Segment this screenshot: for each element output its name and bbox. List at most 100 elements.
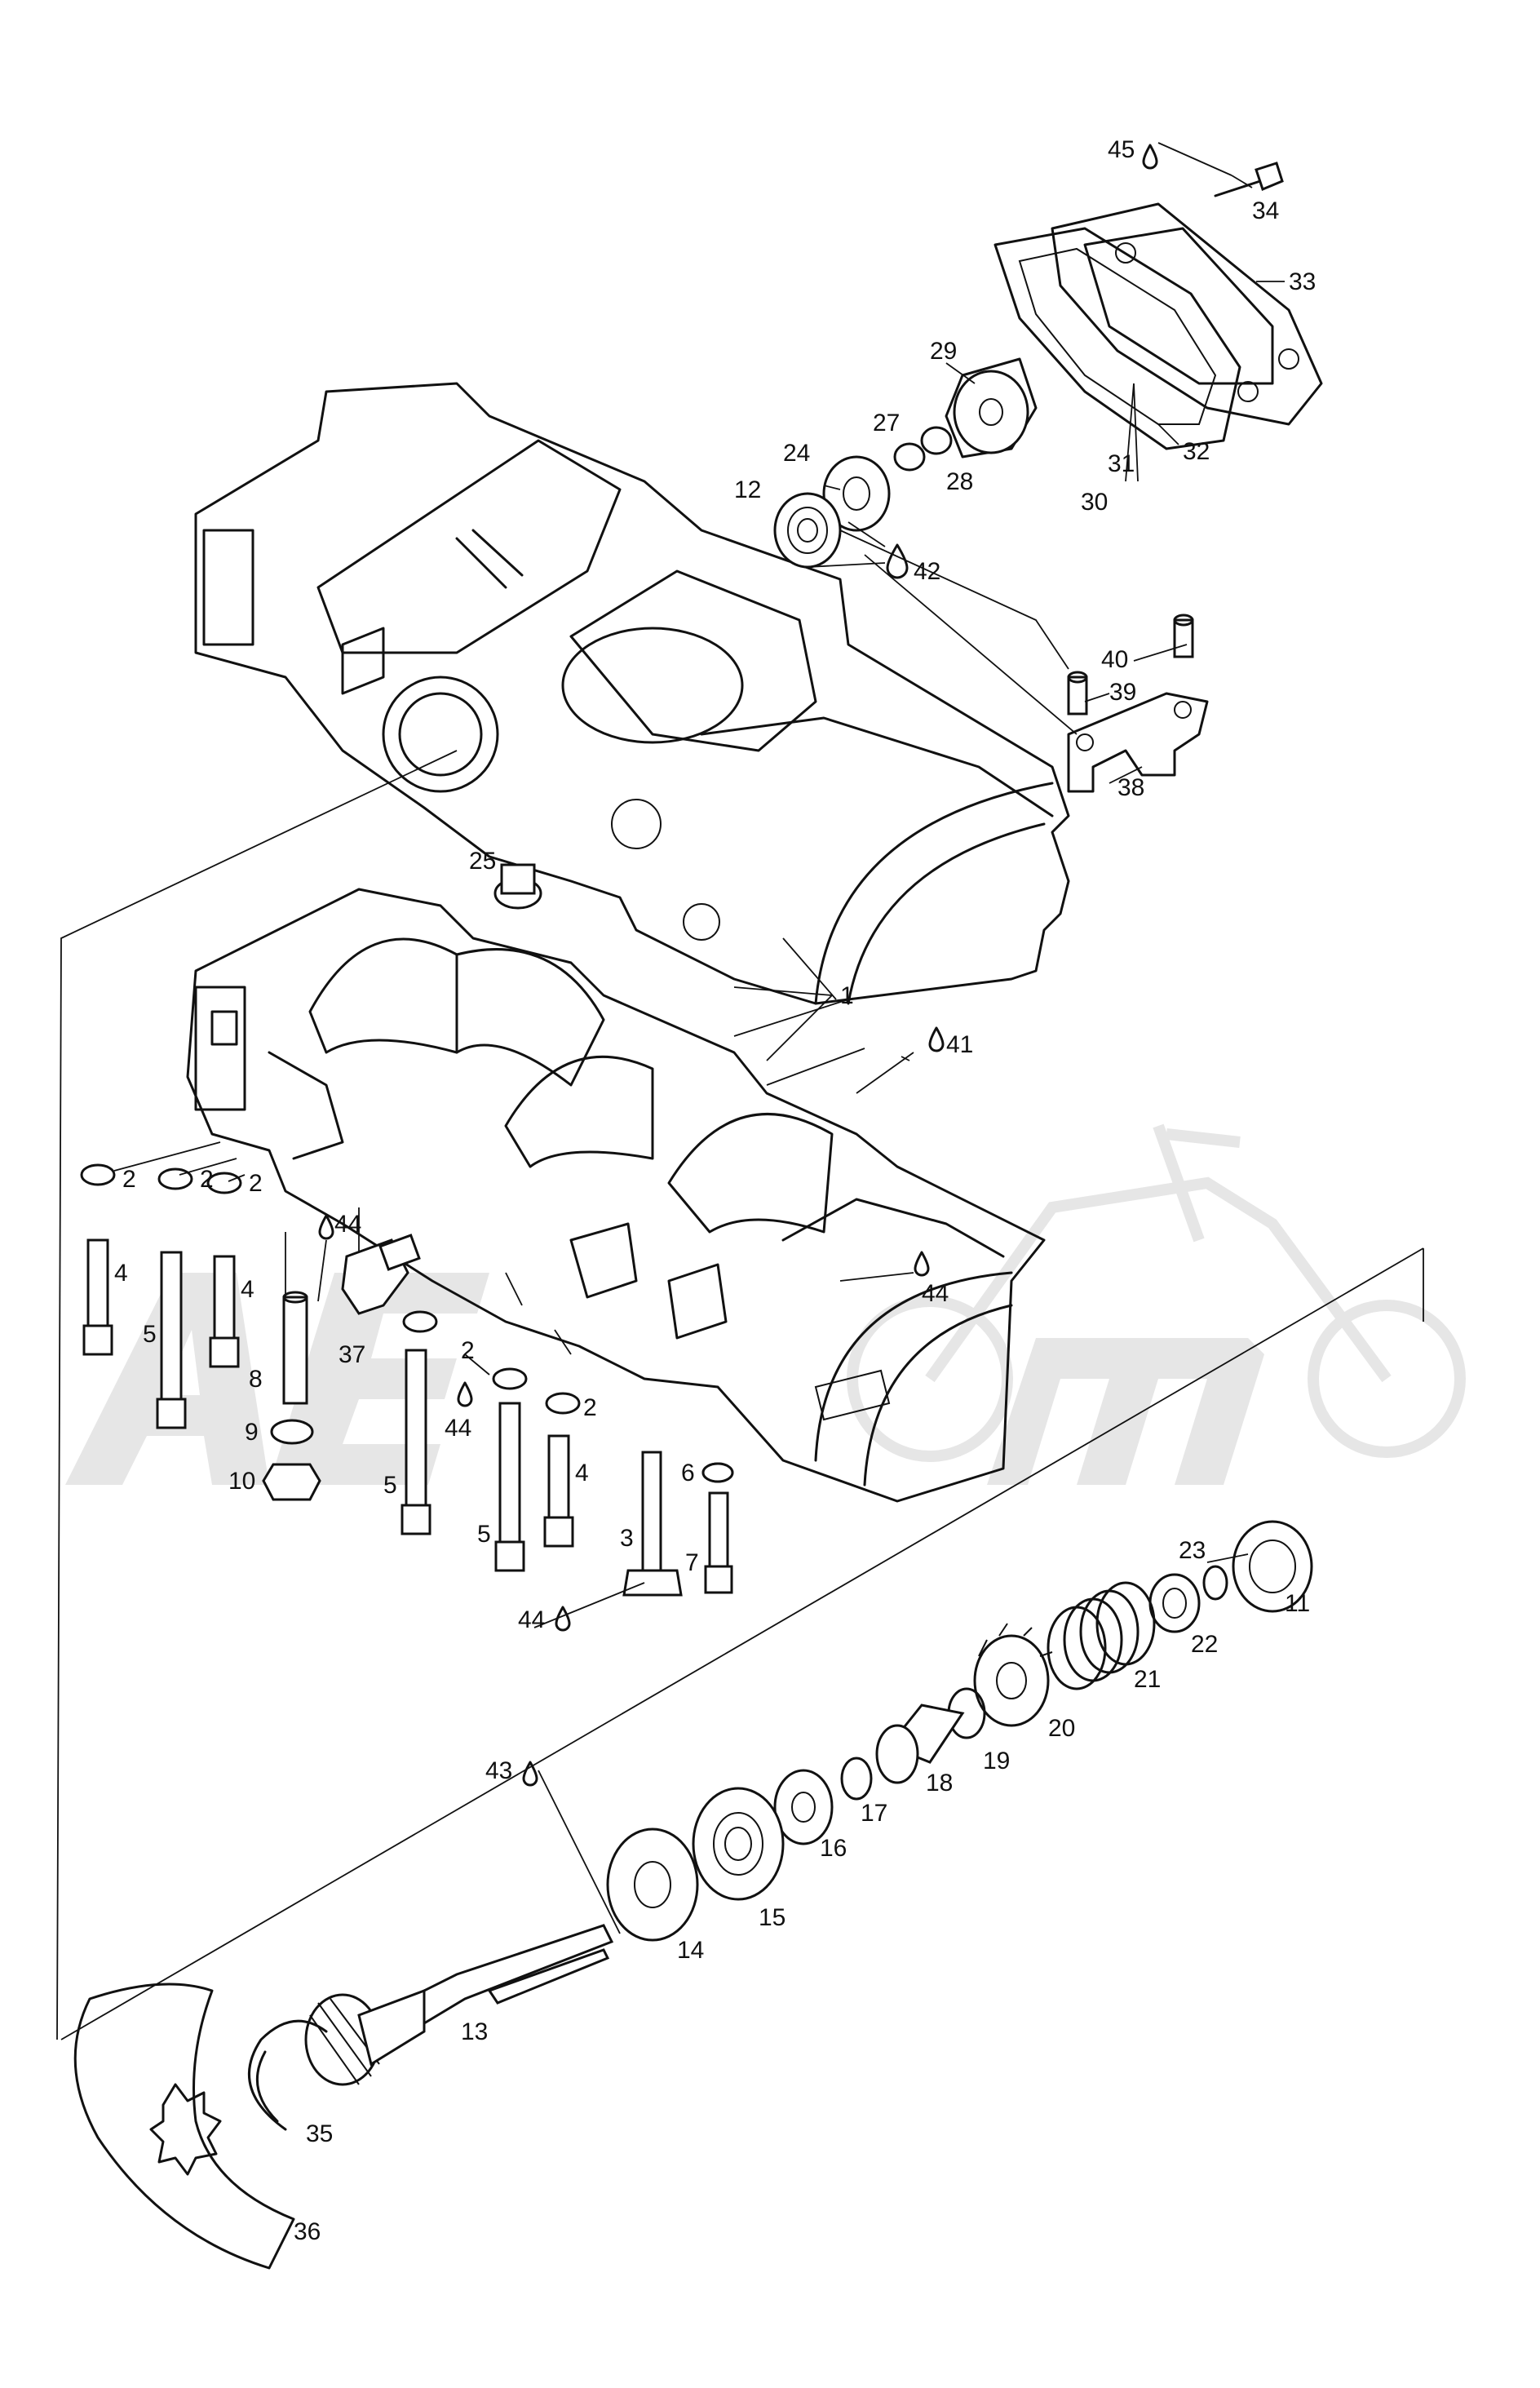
callout-5: 5 bbox=[143, 1321, 157, 1348]
callout-4: 4 bbox=[241, 1276, 254, 1303]
nut-10 bbox=[262, 1463, 321, 1501]
seal-24 bbox=[822, 455, 891, 532]
callout-6: 6 bbox=[681, 1460, 695, 1486]
bearing-11 bbox=[1232, 1520, 1313, 1613]
upper-crankcase bbox=[194, 382, 1070, 1005]
callout-4: 4 bbox=[114, 1260, 128, 1287]
callout-2: 2 bbox=[249, 1170, 263, 1197]
bearing-12 bbox=[773, 492, 842, 569]
washer-6 bbox=[701, 1462, 734, 1483]
callout-1: 1 bbox=[840, 982, 854, 1009]
callout-8: 8 bbox=[249, 1366, 263, 1393]
callout-15: 15 bbox=[759, 1904, 785, 1931]
callout-17: 17 bbox=[861, 1800, 887, 1827]
callout-14: 14 bbox=[677, 1937, 704, 1964]
callout-4: 4 bbox=[575, 1460, 589, 1486]
callout-29: 29 bbox=[930, 338, 957, 365]
circlip-17 bbox=[840, 1757, 873, 1801]
callout-31: 31 bbox=[1108, 450, 1135, 477]
gasket-32 bbox=[993, 227, 1241, 450]
callout-41: 41 bbox=[946, 1031, 973, 1058]
callout-2: 2 bbox=[583, 1394, 597, 1421]
fitting-37 bbox=[341, 1234, 421, 1315]
plate-36 bbox=[73, 1983, 295, 2270]
shaft-13 bbox=[304, 1924, 614, 2086]
callout-39: 39 bbox=[1109, 679, 1136, 706]
lower-crankcase bbox=[186, 888, 1046, 1503]
motorcycle-icon bbox=[847, 1123, 1466, 1462]
callout-19: 19 bbox=[983, 1748, 1010, 1774]
callout-2: 2 bbox=[461, 1337, 475, 1364]
pump-cover-33 bbox=[1051, 202, 1323, 426]
callout-44: 44 bbox=[334, 1211, 361, 1238]
callout-11: 11 bbox=[1285, 1590, 1310, 1617]
seal-14 bbox=[606, 1828, 699, 1942]
stud-8 bbox=[282, 1291, 308, 1405]
callout-33: 33 bbox=[1289, 268, 1316, 295]
callout-21: 21 bbox=[1134, 1666, 1161, 1693]
callout-24: 24 bbox=[783, 440, 810, 467]
drop-icon bbox=[555, 1606, 571, 1632]
callout-18: 18 bbox=[926, 1770, 953, 1797]
callout-16: 16 bbox=[820, 1835, 847, 1862]
callout-12: 12 bbox=[734, 476, 761, 503]
bracket-38 bbox=[1067, 692, 1209, 793]
callout-36: 36 bbox=[294, 2218, 321, 2245]
callout-30: 30 bbox=[1081, 489, 1108, 516]
drop-icon bbox=[914, 1251, 930, 1277]
callout-3: 3 bbox=[620, 1525, 634, 1552]
callout-37: 37 bbox=[339, 1341, 365, 1368]
callout-27: 27 bbox=[873, 410, 900, 436]
guide-lines bbox=[56, 529, 1424, 2040]
gear-20 bbox=[973, 1623, 1053, 1727]
callout-labels: 45 34 33 29 27 28 24 31 32 30 12 42 40 3… bbox=[114, 136, 1316, 2245]
callout-44: 44 bbox=[922, 1280, 949, 1307]
callout-9: 9 bbox=[245, 1419, 259, 1446]
drop-icon bbox=[928, 1026, 945, 1052]
drop-icon bbox=[318, 1214, 334, 1240]
bolt-3 bbox=[622, 1451, 683, 1597]
callout-2: 2 bbox=[122, 1166, 136, 1193]
bolts-4 bbox=[82, 1238, 574, 1548]
bolt-40 bbox=[1173, 614, 1194, 658]
washers-27-28 bbox=[893, 426, 953, 472]
callout-23: 23 bbox=[1179, 1537, 1206, 1564]
callout-44: 44 bbox=[445, 1415, 471, 1442]
callout-28: 28 bbox=[946, 468, 973, 495]
callout-7: 7 bbox=[685, 1549, 699, 1576]
bolt-7 bbox=[704, 1491, 733, 1594]
bolt-39 bbox=[1067, 671, 1088, 716]
callout-40: 40 bbox=[1101, 646, 1128, 673]
callout-42: 42 bbox=[914, 558, 940, 585]
drop-icon bbox=[457, 1381, 473, 1407]
callout-22: 22 bbox=[1191, 1631, 1218, 1658]
callout-20: 20 bbox=[1048, 1715, 1075, 1742]
drop-icon bbox=[1142, 144, 1158, 170]
callout-35: 35 bbox=[306, 2120, 333, 2147]
bolt-34 bbox=[1214, 162, 1284, 197]
leader-lines bbox=[113, 142, 1285, 1934]
bearing-15 bbox=[692, 1787, 785, 1901]
spring-21 bbox=[1047, 1581, 1156, 1690]
pump-rotor-29 bbox=[945, 357, 1038, 459]
callout-2: 2 bbox=[200, 1166, 214, 1193]
bolts-5 bbox=[156, 1251, 525, 1572]
circlip-23 bbox=[1202, 1565, 1228, 1601]
sleeve-18 bbox=[875, 1703, 965, 1784]
callout-34: 34 bbox=[1252, 197, 1279, 224]
callout-43: 43 bbox=[485, 1757, 512, 1784]
callout-13: 13 bbox=[461, 2018, 488, 2045]
circlip-35 bbox=[248, 2019, 328, 2131]
washer-16 bbox=[773, 1769, 834, 1845]
callout-25: 25 bbox=[469, 848, 496, 875]
callout-10: 10 bbox=[228, 1468, 255, 1495]
washer-9 bbox=[270, 1419, 314, 1445]
callout-45: 45 bbox=[1108, 136, 1135, 163]
drop-icon bbox=[522, 1761, 538, 1787]
collar-22 bbox=[1148, 1573, 1201, 1633]
callout-32: 32 bbox=[1183, 438, 1210, 465]
callout-38: 38 bbox=[1117, 774, 1144, 801]
breather-fitting bbox=[493, 863, 542, 910]
callout-5: 5 bbox=[477, 1521, 491, 1548]
